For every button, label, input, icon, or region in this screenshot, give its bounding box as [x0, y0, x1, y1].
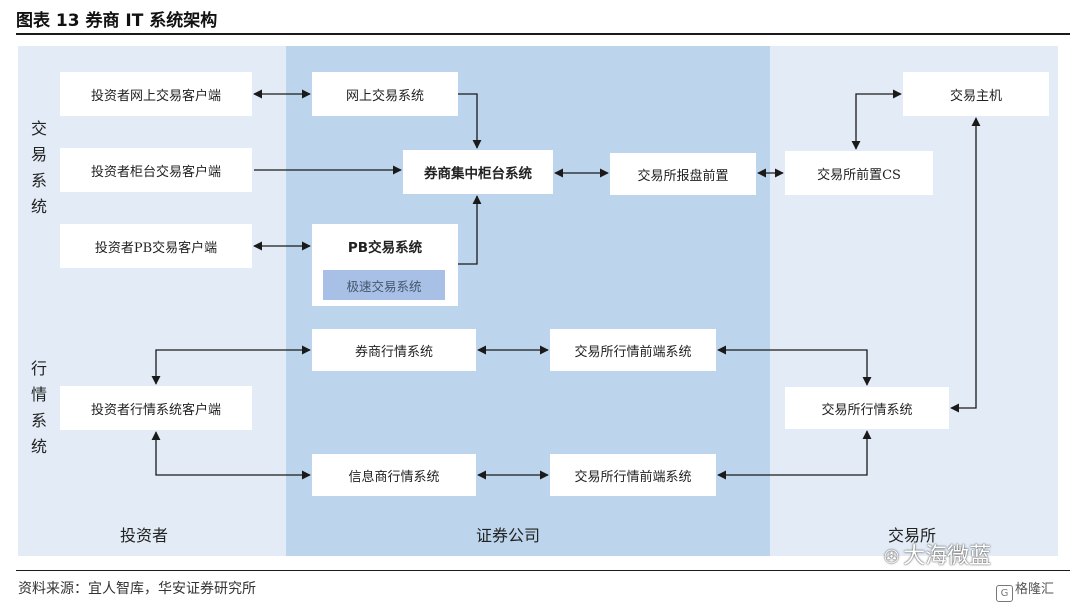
logo-text: 格隆汇: [1015, 582, 1055, 597]
arrow-market-client-to-broker-market: [151, 345, 311, 385]
online-trading-system-box: 网上交易系统: [312, 72, 458, 116]
pb-trading-system-box: PB交易系统 极速交易系统: [312, 224, 458, 306]
info-vendor-market-system-box: 信息商行情系统: [312, 454, 476, 496]
trading-label-char: 易: [30, 145, 47, 164]
pb-trading-system-label: PB交易系统: [347, 240, 423, 256]
central-counter-system-box: 券商集中柜台系统: [403, 150, 553, 194]
exchange-front-cs-box: 交易所前置CS: [785, 151, 933, 195]
market-label-char: 行: [30, 359, 47, 378]
broker-market-system-box: 券商行情系统: [312, 329, 476, 371]
exchange-column-label: 交易所: [888, 526, 937, 545]
wechat-watermark: ✇大海微蓝: [884, 538, 991, 570]
market-client-box: 投资者行情系统客户端: [60, 386, 252, 430]
investor-column-label: 投资者: [120, 526, 169, 545]
bottom-rule: [16, 570, 1070, 571]
arrow-host-to-exchange-market: [950, 117, 981, 413]
fast-trading-system-box: 极速交易系统: [323, 270, 445, 300]
broker-column-label: 证券公司: [476, 526, 541, 545]
exchange-host-box: 交易主机: [903, 72, 1049, 116]
arrow-pb-system-to-central: [458, 195, 482, 265]
arrow-front-1-to-exchange-market: [717, 345, 872, 386]
pb-trading-client-box: 投资者PB交易客户端: [60, 224, 252, 268]
exchange-market-front-box-1: 交易所行情前端系统: [550, 329, 716, 371]
wechat-icon: ✇: [884, 547, 900, 568]
arrow-exchange-front-to-host: [851, 89, 902, 150]
gelonghui-logo-icon: G: [996, 585, 1013, 602]
top-rule: [16, 33, 1070, 35]
market-system-label: 行 情 系 统: [28, 356, 50, 460]
market-label-char: 情: [30, 385, 47, 404]
online-trading-client-box: 投资者网上交易客户端: [60, 72, 252, 116]
watermark-text: 大海微蓝: [903, 544, 992, 569]
market-label-char: 统: [30, 437, 47, 456]
arrow-front-2-to-exchange-market: [717, 430, 872, 480]
trading-label-char: 系: [30, 171, 47, 190]
arrow-market-client-to-info-market: [151, 431, 311, 480]
source-note: 资料来源：宜人智库，华安证券研究所: [18, 581, 256, 597]
exchange-market-front-box-2: 交易所行情前端系统: [550, 454, 716, 496]
trading-label-char: 统: [30, 197, 47, 216]
exchange-report-front-box: 交易所报盘前置: [610, 153, 756, 195]
exchange-market-system-box: 交易所行情系统: [785, 387, 949, 429]
trading-system-label: 交 易 系 统: [28, 116, 50, 220]
figure-title: 图表 13 券商 IT 系统架构: [16, 11, 218, 31]
counter-trading-client-box: 投资者柜台交易客户端: [60, 148, 252, 192]
trading-label-char: 交: [30, 119, 47, 138]
market-label-char: 系: [30, 411, 47, 430]
arrow-online-system-to-central: [458, 93, 482, 149]
